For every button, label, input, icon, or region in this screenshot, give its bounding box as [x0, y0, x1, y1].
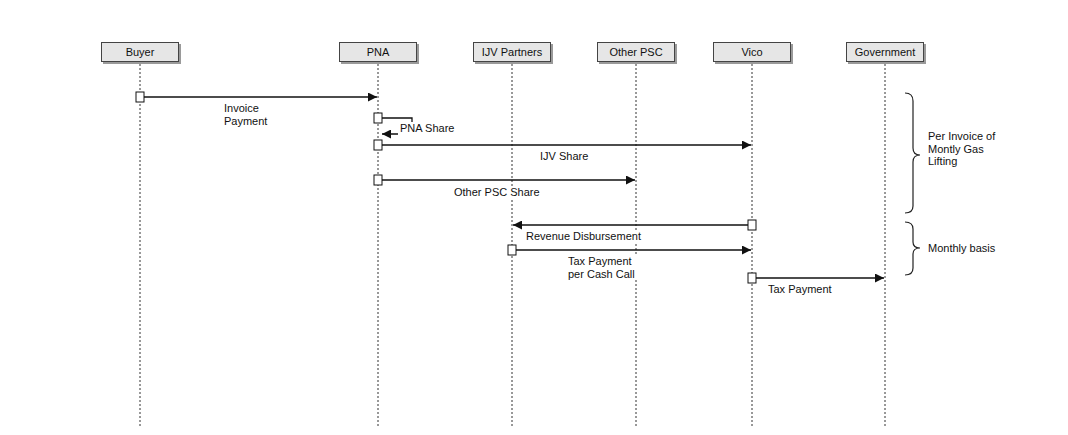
lifeline — [752, 64, 753, 428]
lifeline-box: Government — [846, 42, 924, 62]
lifeline-box: Other PSC — [597, 42, 675, 62]
lifeline-box: IJV Partners — [473, 42, 551, 62]
box-label: IJV Partners — [482, 46, 543, 58]
message-label: PNA Share — [398, 122, 456, 135]
box-label: Buyer — [126, 46, 155, 58]
message-arrow — [513, 225, 748, 226]
message-arrow — [144, 97, 377, 98]
message-arrow — [382, 180, 635, 181]
activation-box — [748, 220, 756, 230]
activation-box — [136, 92, 144, 102]
message-label: Invoice Payment — [222, 102, 278, 127]
lifeline-box: Vico — [713, 42, 791, 62]
message-label: IJV Share — [538, 150, 590, 163]
message-arrow — [516, 250, 751, 251]
activation-box — [508, 245, 516, 255]
message-arrow — [756, 278, 884, 279]
message-label: Tax Payment per Cash Call — [566, 255, 652, 280]
lifeline — [885, 64, 886, 428]
box-label: Other PSC — [609, 46, 662, 58]
curly-bracket — [905, 222, 920, 275]
activation-box — [374, 175, 382, 185]
message-arrow — [382, 145, 751, 146]
curly-bracket — [905, 93, 920, 213]
message-label: Other PSC Share — [452, 186, 542, 199]
lifeline — [636, 64, 637, 428]
message-label: Revenue Disbursement — [524, 230, 643, 243]
bracket-note: Per Invoice of Montly Gas Lifting — [926, 130, 1008, 168]
message-label: Tax Payment — [766, 283, 834, 296]
activation-box — [374, 140, 382, 150]
lifeline-box: PNA — [339, 42, 417, 62]
lifeline-box: Buyer — [101, 42, 179, 62]
activation-box — [374, 113, 382, 123]
bracket-note: Monthly basis — [926, 242, 997, 255]
activation-box — [748, 273, 756, 283]
box-label: Vico — [741, 46, 762, 58]
box-label: Government — [855, 46, 916, 58]
box-label: PNA — [367, 46, 390, 58]
lifeline — [140, 64, 141, 428]
